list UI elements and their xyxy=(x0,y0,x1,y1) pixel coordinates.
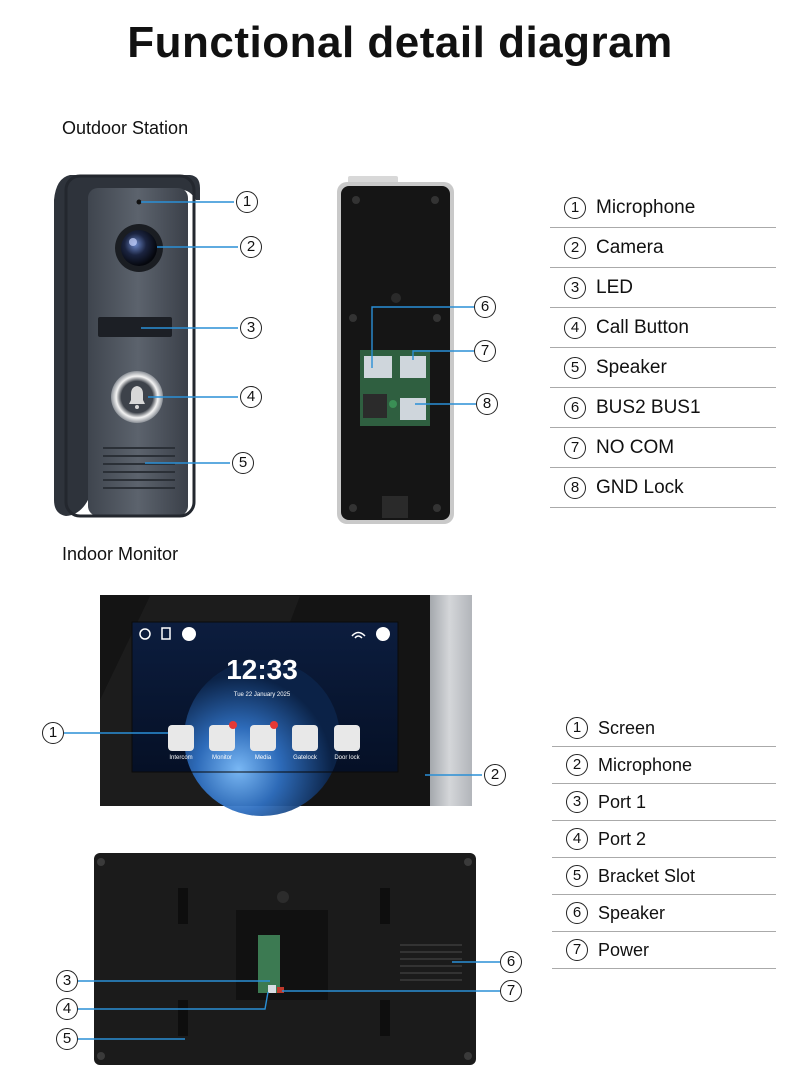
indoor-callout-5: 5 xyxy=(56,1028,78,1050)
legend-row: 7 Power xyxy=(552,932,776,969)
legend-number: 6 xyxy=(566,902,588,924)
legend-label: LED xyxy=(596,276,633,298)
indoor-legend: 1 Screen 2 Microphone 3 Port 1 4 Port 2 5 Bra… xyxy=(552,710,776,969)
legend-row: 4 Call Button xyxy=(550,308,776,348)
indoor-callout-4: 4 xyxy=(56,998,78,1020)
indoor-callout-3: 3 xyxy=(56,970,78,992)
page-title: Functional detail diagram xyxy=(127,18,673,67)
legend-row: 1 Microphone xyxy=(550,188,776,228)
legend-number: 4 xyxy=(564,316,586,339)
outdoor-callout-4: 4 xyxy=(240,386,262,408)
legend-label: Speaker xyxy=(596,356,667,378)
legend-row: 3 Port 1 xyxy=(552,784,776,821)
legend-label: Speaker xyxy=(598,902,666,923)
app-gatelock-label[interactable]: Gatelock xyxy=(293,755,317,761)
legend-number: 3 xyxy=(566,791,588,813)
legend-row: 5 Speaker xyxy=(550,348,776,388)
legend-number: 2 xyxy=(564,236,586,259)
legend-number: 3 xyxy=(564,276,586,299)
app-monitor-label[interactable]: Monitor xyxy=(211,755,232,761)
legend-label: Port 2 xyxy=(598,828,647,849)
outdoor-callout-1: 1 xyxy=(236,191,258,213)
legend-label: Microphone xyxy=(596,196,696,218)
legend-number: 7 xyxy=(564,436,586,459)
legend-row: 1 Screen xyxy=(552,710,776,747)
outdoor-callout-6: 6 xyxy=(474,296,496,318)
legend-row: 7 NO COM xyxy=(550,428,776,468)
outdoor-callout-7: 7 xyxy=(474,340,496,362)
legend-label: Port 1 xyxy=(598,791,647,812)
outdoor-callout-2: 2 xyxy=(240,236,262,258)
indoor-callout-2: 2 xyxy=(484,764,506,786)
legend-row: 6 BUS2 BUS1 xyxy=(550,388,776,428)
legend-label: BUS2 BUS1 xyxy=(596,396,701,418)
legend-number: 4 xyxy=(566,828,588,850)
legend-label: Bracket Slot xyxy=(598,865,696,886)
legend-row: 4 Port 2 xyxy=(552,821,776,858)
outdoor-section-label: Outdoor Station xyxy=(62,118,189,138)
outdoor-callout-5: 5 xyxy=(232,452,254,474)
legend-row: 2 Microphone xyxy=(552,747,776,784)
callout-lines xyxy=(64,201,500,1040)
legend-number: 1 xyxy=(566,717,588,739)
legend-label: Screen xyxy=(598,717,656,738)
legend-label: Call Button xyxy=(596,316,689,338)
app-media-label[interactable]: Media xyxy=(254,755,272,761)
outdoor-callout-8: 8 xyxy=(476,393,498,415)
indoor-monitor-front xyxy=(100,595,472,816)
indoor-section-label: Indoor Monitor xyxy=(62,544,179,564)
outdoor-station-back xyxy=(337,176,454,524)
indoor-callout-7: 7 xyxy=(500,980,522,1002)
legend-row: 5 Bracket Slot xyxy=(552,858,776,895)
indoor-callout-6: 6 xyxy=(500,951,522,973)
legend-number: 1 xyxy=(564,196,586,219)
legend-number: 7 xyxy=(566,939,588,961)
screen-clock: 12:33 xyxy=(226,654,298,685)
app-intercom-label[interactable]: Intercom xyxy=(169,755,193,761)
legend-label: Microphone xyxy=(598,754,693,775)
legend-label: GND Lock xyxy=(596,476,684,498)
legend-label: NO COM xyxy=(596,436,675,458)
screen-date: Tue 22 January 2025 xyxy=(233,692,291,698)
legend-number: 2 xyxy=(566,754,588,776)
legend-number: 6 xyxy=(564,396,586,419)
legend-row: 8 GND Lock xyxy=(550,468,776,508)
outdoor-callout-3: 3 xyxy=(240,317,262,339)
legend-number: 5 xyxy=(564,356,586,379)
app-doorlock-label[interactable]: Door lock xyxy=(334,755,360,761)
legend-row: 2 Camera xyxy=(550,228,776,268)
outdoor-station-front xyxy=(54,174,200,518)
legend-number: 8 xyxy=(564,476,586,499)
indoor-monitor-back xyxy=(94,853,476,1065)
legend-row: 3 LED xyxy=(550,268,776,308)
legend-number: 5 xyxy=(566,865,588,887)
indoor-callout-1: 1 xyxy=(42,722,64,744)
legend-row: 6 Speaker xyxy=(552,895,776,932)
legend-label: Power xyxy=(598,939,650,960)
legend-label: Camera xyxy=(596,236,664,258)
